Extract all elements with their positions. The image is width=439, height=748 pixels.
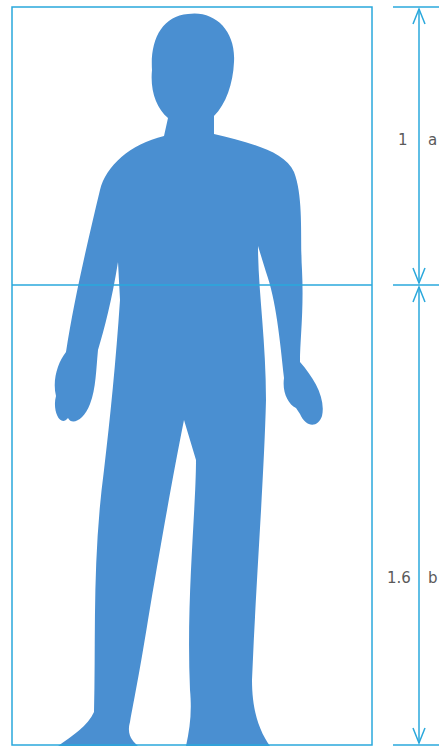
segment-letter: a	[428, 131, 437, 149]
dimension-tick	[393, 744, 439, 746]
dimension-tick	[393, 284, 439, 286]
dimension-line	[418, 9, 420, 283]
ratio-number: 1.6	[387, 569, 411, 587]
arrow-head	[413, 268, 425, 283]
arrow-head	[413, 287, 425, 302]
dimension-line	[418, 287, 420, 743]
ratio-number: 1	[398, 131, 408, 149]
arrow-head	[413, 9, 425, 24]
segment-letter: b	[428, 569, 438, 587]
human-silhouette	[55, 13, 323, 746]
arrow-head	[413, 728, 425, 743]
dimension-tick	[393, 6, 439, 8]
division-line	[12, 284, 372, 286]
frame-rectangle	[12, 7, 372, 745]
